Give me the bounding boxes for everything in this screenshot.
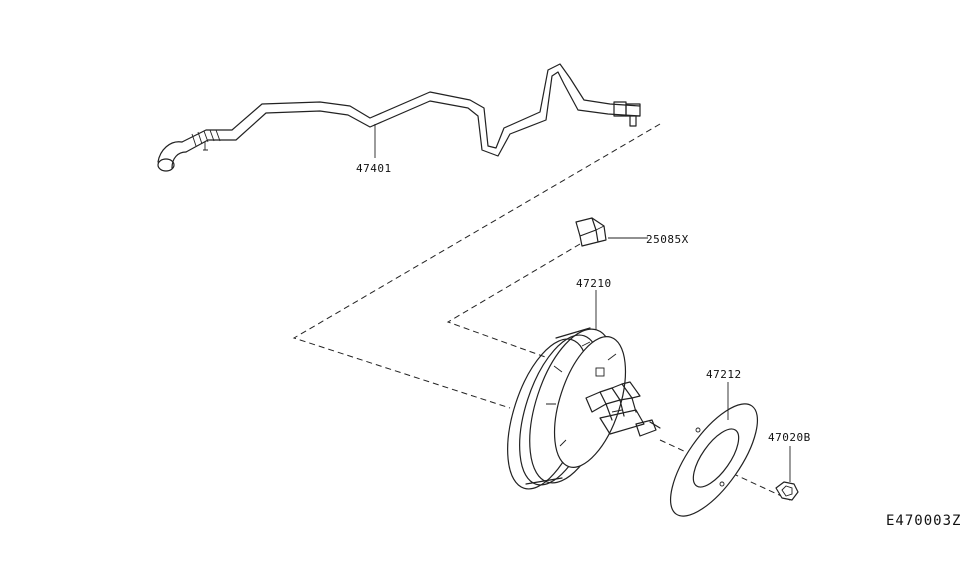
check-valve[interactable] <box>575 217 607 247</box>
part-number-47212: 47212 <box>706 368 742 381</box>
nut[interactable] <box>775 481 799 501</box>
brake-booster[interactable] <box>492 319 661 499</box>
part-number-47401: 47401 <box>356 162 392 175</box>
diagram-code: E470003Z <box>886 513 961 529</box>
vacuum-hose[interactable] <box>157 63 641 172</box>
gasket[interactable] <box>655 391 773 529</box>
part-number-47020B: 47020B <box>768 431 811 444</box>
part-number-25085X: 25085X <box>646 233 689 246</box>
part-number-47210: 47210 <box>576 277 612 290</box>
hose-routing-line <box>292 123 661 409</box>
valve-routing-line <box>446 243 581 359</box>
